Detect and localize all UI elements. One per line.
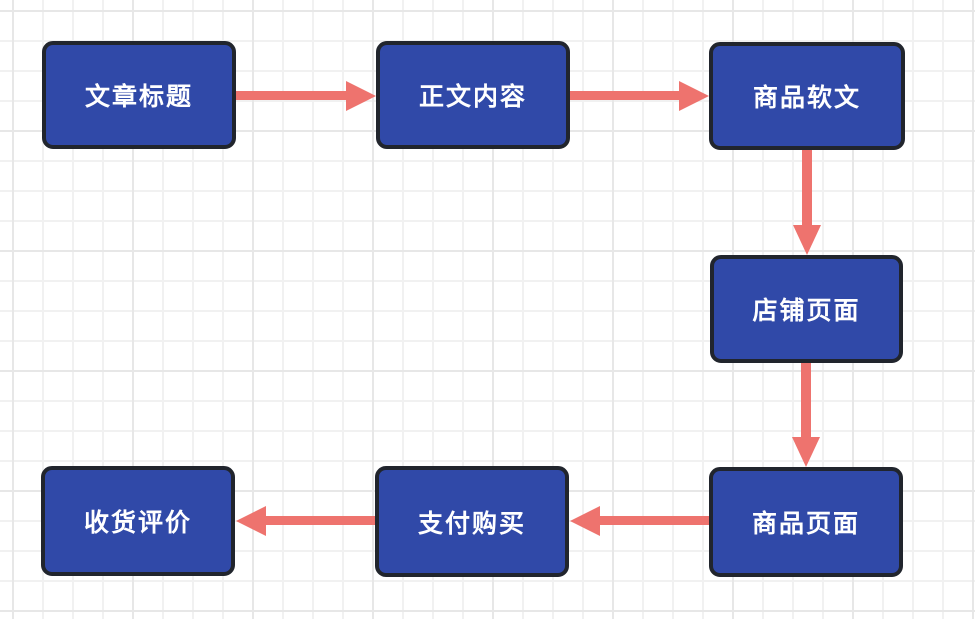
arrow-shaft (598, 516, 709, 525)
arrowhead-right-icon (346, 81, 376, 111)
node-receive-review[interactable]: 收货评价 (41, 466, 235, 576)
arrowhead-left-icon (236, 506, 266, 536)
arrowhead-left-icon (570, 506, 600, 536)
arrowhead-down-icon (792, 437, 820, 467)
arrow-article-title-to-body-content[interactable] (236, 81, 376, 111)
node-label-shop-page: 店铺页面 (752, 297, 861, 325)
node-label-article-title: 文章标题 (84, 83, 193, 111)
node-body-content[interactable]: 正文内容 (376, 41, 570, 149)
node-label-product-soft-article: 商品软文 (752, 84, 861, 112)
arrow-shop-page-to-product-page[interactable] (791, 363, 821, 467)
node-product-soft-article[interactable]: 商品软文 (709, 42, 905, 150)
node-label-body-content: 正文内容 (418, 83, 527, 111)
node-pay-purchase[interactable]: 支付购买 (375, 466, 569, 577)
arrowhead-down-icon (793, 225, 821, 255)
node-shop-page[interactable]: 店铺页面 (710, 255, 903, 363)
arrow-shaft (264, 516, 375, 525)
arrow-shaft (802, 150, 812, 227)
node-label-pay-purchase: 支付购买 (417, 509, 526, 538)
arrow-shaft (236, 91, 348, 100)
arrowhead-right-icon (679, 81, 709, 111)
arrow-pay-purchase-to-receive-review[interactable] (236, 506, 375, 536)
arrow-shaft (570, 91, 681, 100)
arrow-product-soft-article-to-shop-page[interactable] (792, 150, 822, 255)
arrow-shaft (801, 363, 811, 439)
node-label-product-page: 商品页面 (751, 510, 860, 538)
arrow-product-page-to-pay-purchase[interactable] (570, 506, 709, 536)
node-label-receive-review: 收货评价 (83, 509, 192, 537)
node-article-title[interactable]: 文章标题 (42, 41, 236, 149)
arrow-body-content-to-product-soft-article[interactable] (570, 81, 709, 111)
node-product-page[interactable]: 商品页面 (709, 467, 903, 577)
